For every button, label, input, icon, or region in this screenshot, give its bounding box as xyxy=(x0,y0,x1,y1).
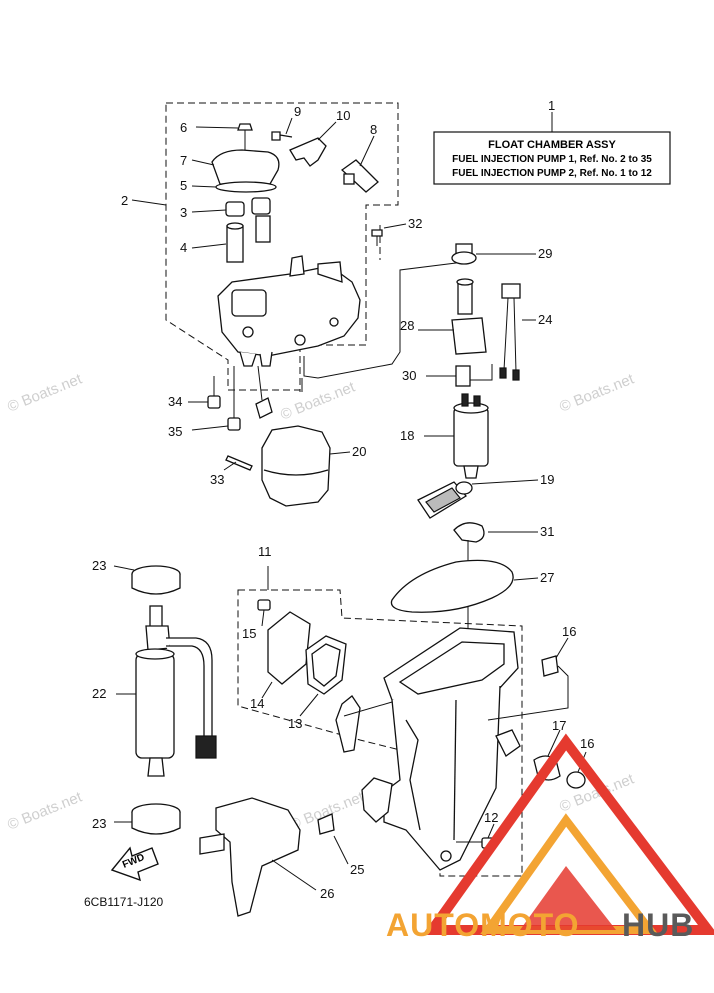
callout-35: 35 xyxy=(168,424,182,439)
fwd-arrow-icon: FWD xyxy=(110,846,159,882)
part-13-gasket: 13 xyxy=(288,635,347,731)
part-15-screw: 15 xyxy=(242,599,271,641)
top-cover-group: 6 7 5 3 4 9 10 xyxy=(180,104,379,263)
callout-12: 12 xyxy=(484,810,498,825)
part-29-grommet: 29 xyxy=(451,243,552,265)
callout-28: 28 xyxy=(400,318,414,333)
part-27-gasket: 27 xyxy=(390,559,554,613)
callout-2: 2 xyxy=(121,193,128,208)
watermark-left: © Boats.net xyxy=(5,370,85,416)
part-9-screw xyxy=(271,131,293,141)
part-31-clip: 31 xyxy=(453,522,554,543)
part-35-screw: 35 xyxy=(168,366,241,439)
diagram-code: 6CB1171-J120 xyxy=(84,895,163,909)
part-4-cup xyxy=(226,215,271,263)
part-10-bracket xyxy=(289,137,327,167)
callout-15: 15 xyxy=(242,626,256,641)
callout-32: 32 xyxy=(408,216,422,231)
callout-16-lower: 16 xyxy=(580,736,594,751)
watermark-right: © Boats.net xyxy=(557,370,637,416)
callout-29: 29 xyxy=(538,246,552,261)
part-26-bracket: 26 xyxy=(199,797,334,917)
callout-20: 20 xyxy=(352,444,366,459)
part-16-grommet-top: 16 xyxy=(541,624,576,677)
brand-logo: AUTOMOTO HUB xyxy=(386,907,694,943)
callout-5: 5 xyxy=(180,178,187,193)
callout-6: 6 xyxy=(180,120,187,135)
callout-11: 11 xyxy=(258,544,272,559)
part-16-collar-lower: 16 xyxy=(566,736,594,789)
callout-18: 18 xyxy=(400,428,414,443)
part-20-housing: 20 xyxy=(261,425,366,507)
part-14-plate: 14 xyxy=(250,611,311,711)
brand-part-1: AUTOMOTO xyxy=(386,907,579,943)
callout-9: 9 xyxy=(294,104,301,119)
part-6-screw xyxy=(237,123,253,150)
title-box: FLOAT CHAMBER ASSY FUEL INJECTION PUMP 1… xyxy=(433,98,671,185)
callout-26: 26 xyxy=(320,886,334,901)
part-23-ring-bottom: 23 xyxy=(92,803,181,835)
callout-13: 13 xyxy=(288,716,302,731)
callout-31: 31 xyxy=(540,524,554,539)
part-18-pump: 18 xyxy=(400,393,489,479)
part-32-screw: 32 xyxy=(371,216,422,246)
part-7-cover xyxy=(211,149,280,185)
callout-14: 14 xyxy=(250,696,264,711)
float-chamber-body xyxy=(217,255,361,367)
callout-22: 22 xyxy=(92,686,106,701)
watermark-bottom-left: © Boats.net xyxy=(5,788,85,834)
brand-part-2: HUB xyxy=(622,907,694,943)
pump2-assy-outline: 11 xyxy=(237,544,523,877)
callout-34: 34 xyxy=(168,394,182,409)
callout-23-bottom: 23 xyxy=(92,816,106,831)
part-23-ring-top: 23 xyxy=(92,558,181,595)
callout-19: 19 xyxy=(540,472,554,487)
part-5-gasket xyxy=(215,181,277,193)
part-19-filter: 19 xyxy=(417,472,554,519)
callout-1: 1 xyxy=(548,98,555,113)
callout-16-top: 16 xyxy=(562,624,576,639)
part-3-bracket xyxy=(225,197,271,217)
part-30-sleeve: 30 xyxy=(402,365,471,387)
part-34-screw: 34 xyxy=(168,376,221,409)
callout-25: 25 xyxy=(350,862,364,877)
callout-3: 3 xyxy=(180,205,187,220)
callout-27: 27 xyxy=(540,570,554,585)
title-heading: FLOAT CHAMBER ASSY xyxy=(488,139,616,151)
vapor-separator-body xyxy=(335,627,521,871)
callout-23-top: 23 xyxy=(92,558,106,573)
callout-10: 10 xyxy=(336,108,350,123)
part-28-holder: 28 xyxy=(400,278,487,355)
title-line-2: FUEL INJECTION PUMP 2, Ref. No. 1 to 12 xyxy=(452,168,652,179)
part-8-sensor xyxy=(340,159,379,193)
part-33-pin: 33 xyxy=(210,455,253,487)
callout-33: 33 xyxy=(210,472,224,487)
callout-4: 4 xyxy=(180,240,187,255)
callout-30: 30 xyxy=(402,368,416,383)
callout-7: 7 xyxy=(180,153,187,168)
brand-triangle xyxy=(422,733,714,935)
part-25-screw: 25 xyxy=(317,813,364,877)
callout-17: 17 xyxy=(552,718,566,733)
part-24-harness: 24 xyxy=(499,283,552,381)
part-22-pump: 22 xyxy=(92,605,217,777)
callout-8: 8 xyxy=(370,122,377,137)
title-line-1: FUEL INJECTION PUMP 1, Ref. No. 2 to 35 xyxy=(452,154,652,165)
watermark-center: © Boats.net xyxy=(278,378,358,424)
callout-24: 24 xyxy=(538,312,552,327)
